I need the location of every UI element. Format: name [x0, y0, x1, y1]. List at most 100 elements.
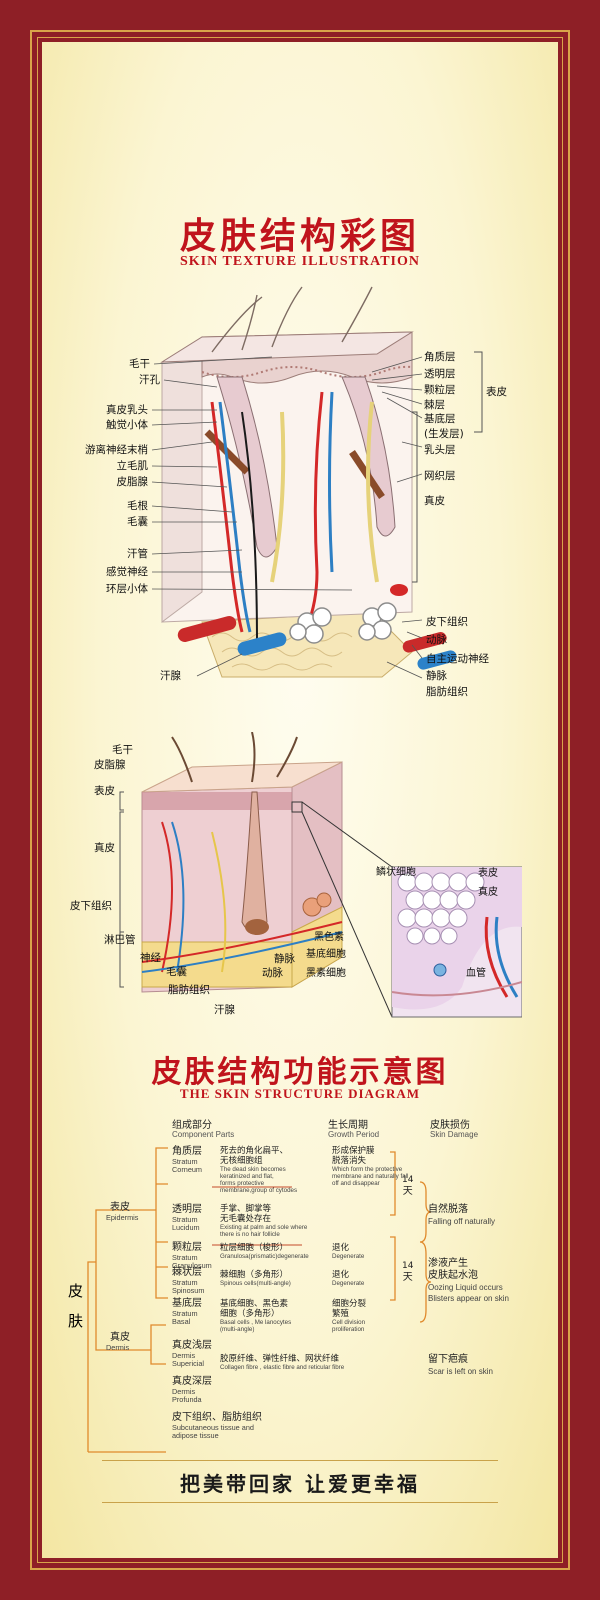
- row-spinosum: 棘状层 Stratum Spinosum: [172, 1267, 204, 1295]
- cell-inset: [391, 866, 522, 1018]
- label-dermal-papilla: 真皮乳头: [106, 404, 148, 416]
- desc-cn-2: 无毛囊处存在: [220, 1214, 272, 1224]
- layer-name: 皮下组织、脂肪组织: [172, 1412, 262, 1423]
- label-tactile-corpuscle: 触觉小体: [106, 419, 148, 431]
- skin-3d-block-diagram: [119, 732, 522, 1018]
- label2-nerve: 神经: [140, 952, 161, 964]
- desc-cn-1: 棘细胞（多角形）: [220, 1270, 289, 1280]
- desc-en-2: keratinized and flat,: [220, 1173, 274, 1180]
- desc-cn-2: 无核细胞组: [220, 1156, 263, 1166]
- desc-cn-1: 死去的角化扁平、: [220, 1146, 289, 1156]
- desc-en-1: Granulosa(prismatic)degenerate: [220, 1253, 309, 1260]
- label-reticular-layer: 网织层: [424, 470, 456, 482]
- row-subcutaneous: 皮下组织、脂肪组织 Subcutaneous tissue and adipos…: [172, 1412, 262, 1440]
- row-lucidum: 透明层 Stratum Lucidum: [172, 1204, 202, 1232]
- growth-en-1: Cell division: [332, 1319, 366, 1326]
- layer-name: 棘状层: [172, 1267, 202, 1278]
- label2-sweat-gland: 汗腺: [214, 1004, 235, 1016]
- desc-cn-1: 胶原纤维、弹性纤维、网状纤维: [220, 1354, 340, 1364]
- layer-name: 颗粒层: [172, 1242, 202, 1253]
- days-unit: 天: [402, 1272, 413, 1283]
- root-char-1: 皮: [68, 1282, 84, 1300]
- basal-growth: 细胞分裂 繁殖 Cell division proliferation: [332, 1299, 366, 1333]
- label-stratum-lucidum: 透明层: [424, 368, 456, 380]
- label-artery: 动脉: [426, 634, 447, 646]
- layer-en-2: Spinosum: [172, 1286, 205, 1295]
- layer-name: 基底层: [172, 1298, 202, 1309]
- days-number: 14: [402, 1261, 414, 1271]
- spinosum-desc: 棘细胞（多角形） Spinous cells(multi-angle): [220, 1270, 291, 1287]
- sensory-nerve: [241, 411, 258, 643]
- section-title: 皮肤结构功能示意图: [151, 1055, 449, 1090]
- dermis-bracket: [412, 411, 418, 583]
- growth-en-1: Which form the protective: [332, 1166, 403, 1173]
- header-growth: 生长周期: [328, 1120, 368, 1131]
- header-damage: 皮肤损伤: [430, 1120, 470, 1131]
- table-brackets: [87, 1147, 432, 1453]
- label-hair-follicle: 毛囊: [127, 516, 148, 528]
- blood-vessels: [210, 391, 334, 633]
- days-label-2: 14 天: [402, 1260, 413, 1284]
- sweat-glands: [289, 602, 397, 644]
- row-granulosum: 颗粒层 Stratum Granulosum: [172, 1242, 212, 1270]
- damage-en-1: Oozing Liquid occurs: [428, 1283, 503, 1292]
- label-sensory-nerve: 感觉神经: [106, 566, 148, 578]
- lucidum-desc: 手掌、脚掌等 无毛囊处存在 Existing at palm and sole …: [220, 1204, 307, 1238]
- hairs-2: [171, 732, 298, 783]
- row-dermis-deep: 真皮深层 Dermis Profunda: [172, 1376, 212, 1404]
- desc-en-2: (multi-angle): [220, 1326, 255, 1333]
- desc-cn-1: 手掌、脚掌等: [220, 1204, 272, 1214]
- label-arrector-pili: 立毛肌: [116, 460, 149, 472]
- label-dermis: 真皮: [424, 495, 445, 507]
- inset-dermis: 真皮: [478, 887, 498, 898]
- damage-scar: 留下疤痕 Scar is left on skin: [428, 1354, 493, 1378]
- corneum-growth: 形成保护膜 脱落消失 Which form the protective mem…: [332, 1146, 408, 1187]
- poster-panel: 皮肤结构彩图 SKIN TEXTURE ILLUSTRATION: [42, 42, 558, 1558]
- epidermis-bracket: [474, 351, 483, 433]
- growth-cn-1: 细胞分裂: [332, 1299, 367, 1309]
- days-unit: 天: [402, 1186, 413, 1197]
- growth-cn-2: 脱落消失: [332, 1156, 367, 1166]
- hair-shafts: [211, 286, 373, 353]
- label-stratum-basale: 基底层: [424, 413, 456, 425]
- layer-en-2: Granulosum: [172, 1261, 212, 1270]
- label-epidermis: 表皮: [486, 386, 507, 398]
- root-char-2: 肤: [68, 1312, 84, 1330]
- artery-vessel: [177, 616, 237, 642]
- desc-cn-1: 基底细胞、黑色素: [220, 1299, 289, 1309]
- damage-en-2: Blisters appear on skin: [428, 1294, 509, 1303]
- gold-border: [30, 30, 570, 1570]
- label2-epidermis: 表皮: [94, 785, 115, 797]
- desc-cn-1: 粒层细胞（梭形）: [220, 1243, 289, 1253]
- dermis-side: [161, 336, 203, 623]
- damage-en: Scar is left on skin: [428, 1367, 493, 1376]
- layer-en-1: Stratum: [172, 1253, 198, 1262]
- label-germinal-layer: (生发层): [424, 428, 464, 440]
- label-free-nerve-ending: 游离神经末梢: [85, 444, 148, 456]
- days-number: 14: [402, 1175, 414, 1185]
- damage-falling-off: 自然脱落 Falling off naturally: [428, 1204, 495, 1228]
- desc-en-4: membrane,group of cytodes: [220, 1187, 298, 1194]
- label2-follicle: 毛囊: [166, 966, 187, 978]
- header-growth-en: Growth Period: [328, 1130, 380, 1139]
- layer-en-2: Corneum: [172, 1165, 203, 1174]
- layer-en-1: Stratum: [172, 1309, 198, 1318]
- growth-en-1: Degenerate: [332, 1280, 365, 1287]
- inset-melanocyte: 黑素细胞: [306, 968, 346, 979]
- header-component-en: Component Parts: [172, 1130, 235, 1139]
- label-lamellar-corpuscle: 环层小体: [106, 583, 148, 595]
- desc-en-1: Basal cells , Me lanocytes: [220, 1319, 292, 1326]
- layer-en-1: Stratum: [172, 1215, 198, 1224]
- basal-desc: 基底细胞、黑色素 细胞（多角形） Basal cells , Me lanocy…: [220, 1299, 291, 1333]
- label-vein: 静脉: [426, 670, 447, 682]
- section-subtitle: THE SKIN STRUCTURE DIAGRAM: [179, 1086, 421, 1101]
- vessels-2: [141, 821, 343, 973]
- header-damage-en: Skin Damage: [430, 1130, 479, 1139]
- inset-basal: 基底细胞: [306, 949, 346, 960]
- label-stratum-corneum: 角质层: [424, 351, 456, 363]
- growth-en-3: off and disappear: [332, 1180, 380, 1187]
- epidermis-group: 表皮: [110, 1202, 130, 1213]
- label-hair-root: 毛根: [127, 500, 148, 512]
- row-basal: 基底层 Stratum Basal: [172, 1298, 202, 1326]
- layer-name: 透明层: [172, 1204, 202, 1215]
